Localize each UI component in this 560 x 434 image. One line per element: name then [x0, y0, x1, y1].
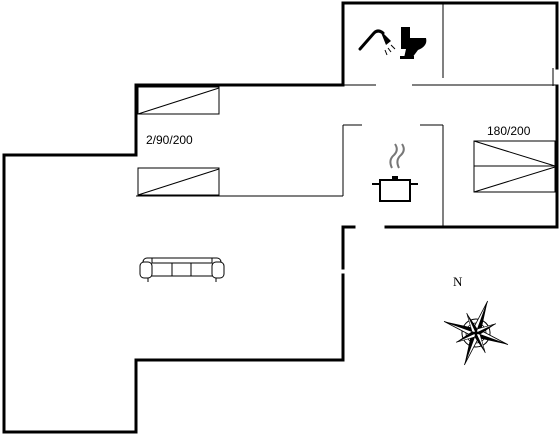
cooking-pot-icon — [372, 143, 418, 202]
room-label-bunks: 2/90/200 — [146, 133, 193, 147]
bed-outline — [137, 167, 220, 196]
bed-diagonal — [473, 140, 556, 167]
bed-diagonal — [137, 87, 220, 115]
double-bed — [473, 140, 556, 193]
bed-outline — [137, 86, 220, 115]
room-label-double: 180/200 — [487, 124, 531, 138]
bathroom-exterior-wall — [341, 1, 559, 87]
bed-diagonal — [473, 166, 556, 193]
toilet-icon — [400, 27, 427, 59]
compass-rose-icon — [443, 300, 509, 366]
bed-diagonal — [137, 168, 220, 196]
compass-north-label: N — [453, 274, 463, 289]
exterior-wall-west-wing — [2, 84, 345, 434]
sofa-icon — [139, 257, 225, 282]
shower-icon — [358, 29, 396, 56]
bunk-bed — [137, 86, 220, 115]
wall-entrance-left — [341, 225, 356, 270]
bunk-bed — [137, 167, 220, 196]
